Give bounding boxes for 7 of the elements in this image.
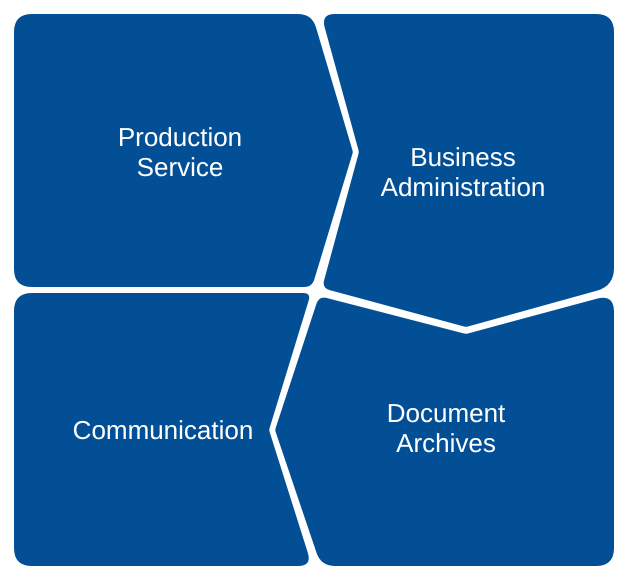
node-label: Document Archives xyxy=(386,398,506,458)
chevron-shape xyxy=(14,14,353,287)
node-label: Business Administration xyxy=(380,142,546,202)
chevron-shape xyxy=(14,293,312,566)
node-label: Communication xyxy=(72,415,254,445)
node-label: Production Service xyxy=(116,122,244,182)
chevron-shape xyxy=(321,14,614,327)
